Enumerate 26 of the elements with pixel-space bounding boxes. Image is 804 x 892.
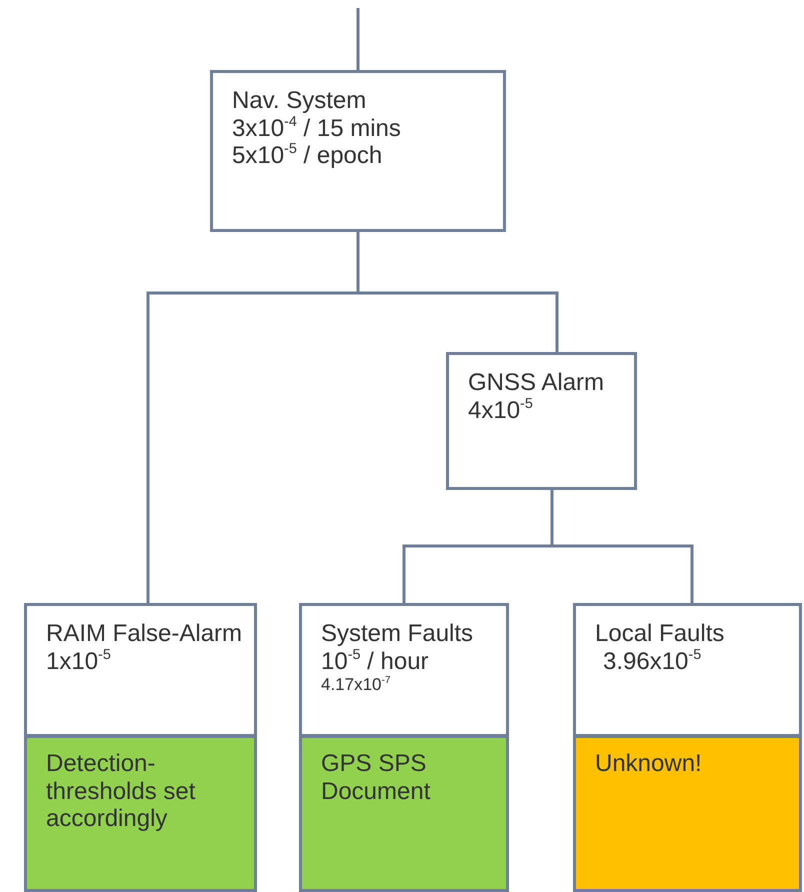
node-title: Unknown! xyxy=(595,750,703,778)
connector-line xyxy=(550,490,694,603)
status-box xyxy=(24,735,257,892)
node-title: RAIM False-Alarm xyxy=(46,620,244,648)
tree-node-box xyxy=(446,352,637,490)
tree-node-box xyxy=(299,603,509,737)
connector-line xyxy=(356,8,360,70)
probability-value: 4x10$^{-5}$ xyxy=(468,396,534,424)
probability-value: 10$^{-5}$ / hour xyxy=(321,648,430,676)
tree-node-box xyxy=(210,70,506,232)
probability-value: 5x10$^{-5}$ / epoch xyxy=(232,142,384,170)
node-title: System Faults xyxy=(321,620,474,648)
status-box xyxy=(299,735,509,892)
node-title: Local Faults xyxy=(595,620,726,648)
probability-value: 4.17x10$^{-7}$ xyxy=(321,675,392,695)
probability-value: 1x10$^{-5}$ xyxy=(46,648,112,676)
node-title: GPS SPS Document xyxy=(321,750,432,806)
status-box xyxy=(573,735,802,892)
tree-node-box xyxy=(573,603,802,737)
node-title: GNSS Alarm xyxy=(468,369,606,397)
tree-node-box xyxy=(24,603,257,737)
connector-line xyxy=(356,232,558,352)
probability-value: 3.96x10$^{-5}$ xyxy=(602,648,702,676)
node-title: Detection-thresholds set accordingly xyxy=(46,750,196,833)
node-title: Nav. System xyxy=(232,87,368,115)
probability-value: 3x10$^{-4}$ / 15 mins xyxy=(232,114,402,142)
